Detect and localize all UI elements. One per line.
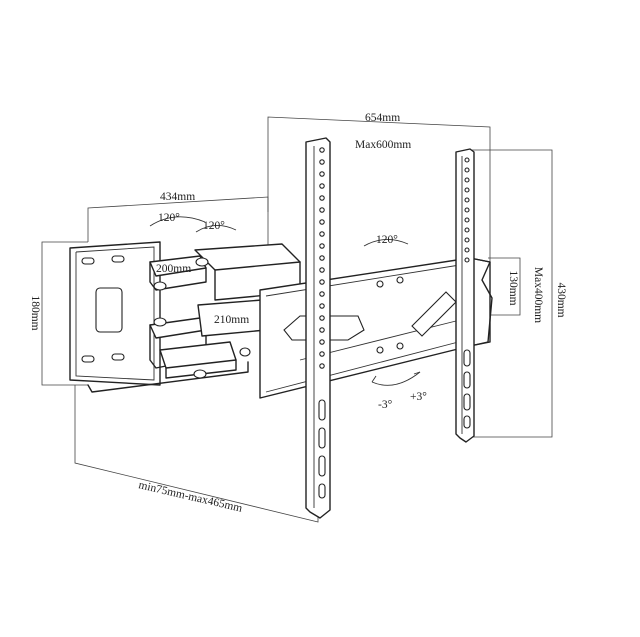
label-slot-height: 130mm: [507, 270, 519, 305]
right-vertical-rail: [455, 148, 475, 443]
label-tilt-plus: +3°: [410, 391, 427, 403]
label-max-horizontal: Max600mm: [355, 139, 411, 151]
lower-arm: [149, 299, 267, 379]
label-arm-length-2: 210mm: [214, 314, 249, 326]
label-height-total: 430mm: [555, 282, 567, 317]
label-rotation-2: 120°: [203, 220, 225, 232]
label-extension-range: min75mm-max465mm: [137, 479, 243, 515]
label-width-total: 654mm: [365, 112, 400, 124]
label-max-vertical: Max400mm: [532, 267, 544, 323]
label-wall-plate-height: 180mm: [29, 295, 41, 330]
upper-arm: [149, 243, 301, 301]
label-wall-plate-width: 434mm: [160, 191, 195, 203]
label-tilt-minus: -3°: [378, 399, 393, 411]
left-vertical-rail: [305, 137, 331, 519]
label-arm-length-1: 200mm: [156, 263, 191, 275]
rotation-arrows: [149, 216, 421, 386]
wall-plate: [69, 241, 249, 393]
label-rotation-1: 120°: [158, 212, 180, 224]
label-rotation-3: 120°: [376, 234, 398, 246]
